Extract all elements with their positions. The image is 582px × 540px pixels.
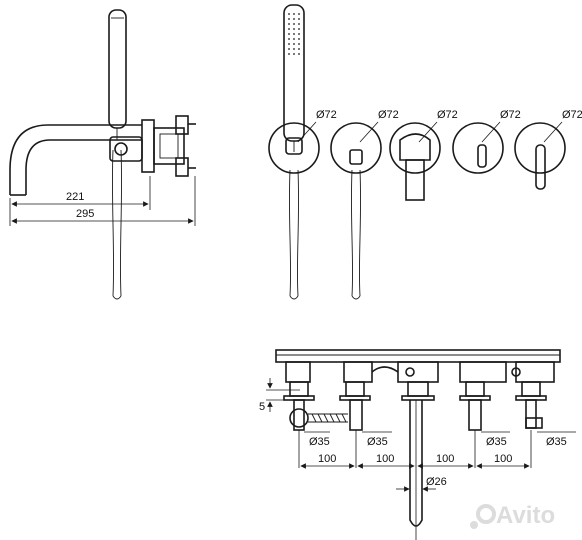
spacing-dimension-chain: 100 100 100 100 <box>300 453 530 469</box>
spout-diameter: Ø26 <box>396 476 447 492</box>
rosette-5 <box>514 122 566 174</box>
spray-dot <box>298 18 300 20</box>
spray-dot <box>298 53 300 55</box>
rosette-4 <box>452 122 504 174</box>
rosette-5-diameter-label: Ø72 <box>562 109 582 121</box>
rosette-5-lever <box>535 144 546 190</box>
height-dimension: 5 <box>259 378 300 413</box>
spray-dot <box>293 13 295 15</box>
spray-dot <box>298 23 300 25</box>
spacing-1-label: 100 <box>318 453 336 465</box>
spacing-3-label: 100 <box>436 453 454 465</box>
spray-dot <box>298 13 300 15</box>
front-hose-1 <box>288 169 300 300</box>
rosette-1-diameter-label: Ø72 <box>316 109 337 121</box>
bath-spout <box>9 124 142 196</box>
spray-dot <box>293 38 295 40</box>
rosette-2 <box>330 122 382 174</box>
rosette-3-leader <box>418 121 438 143</box>
side-dimensions: 221 295 <box>9 176 196 226</box>
hole-2-diameter-label: Ø35 <box>367 436 388 448</box>
rosette-2-leader <box>359 121 379 143</box>
dimension-5-label: 5 <box>259 401 265 413</box>
spray-dot <box>298 48 300 50</box>
hole-extension-lines <box>298 430 532 468</box>
hole-3-diameter-label: Ø35 <box>486 436 507 448</box>
rosette-row: Ø72 Ø72 Ø72 Ø72 Ø72 <box>268 109 582 174</box>
rosette-2-diameter-label: Ø72 <box>378 109 399 121</box>
spacing-4-label: 100 <box>494 453 512 465</box>
front-hose-2 <box>350 169 362 300</box>
rosette-3-diameter-label: Ø72 <box>437 109 458 121</box>
rosette-1-holder <box>285 137 303 155</box>
spray-dot <box>288 28 290 30</box>
hand-shower-front <box>283 4 305 152</box>
hole-4-diameter-label: Ø35 <box>546 436 567 448</box>
valve-stems <box>283 381 547 401</box>
spray-dot <box>288 43 290 45</box>
hole-diameter-labels: Ø35 Ø35 Ø35 Ø35 <box>304 431 576 448</box>
spray-dot <box>288 13 290 15</box>
hole-1-diameter-label: Ø35 <box>309 436 330 448</box>
spray-dot <box>293 23 295 25</box>
watermark-text: Avito <box>496 502 555 529</box>
rosette-3 <box>389 122 441 174</box>
shower-hose <box>111 149 123 300</box>
spray-dot <box>293 33 295 35</box>
rosette-4-leader <box>481 121 501 143</box>
front-view: Ø72 Ø72 Ø72 Ø72 Ø72 <box>268 4 582 300</box>
hand-shower <box>108 9 127 140</box>
spray-dot <box>293 43 295 45</box>
spacing-2-label: 100 <box>376 453 394 465</box>
spray-dot <box>288 33 290 35</box>
wall-valve-body <box>141 115 196 177</box>
spray-dot <box>288 48 290 50</box>
hose-connection <box>308 413 348 423</box>
dimension-295-label: 295 <box>76 208 94 220</box>
deck-body <box>275 349 561 383</box>
dimension-221-label: 221 <box>66 191 84 203</box>
rosette-3-spout-face <box>399 133 431 201</box>
top-view: 5 Ø35 Ø35 Ø35 Ø35 100 100 100 <box>259 349 576 540</box>
spray-dot <box>293 18 295 20</box>
rosette-1 <box>268 122 320 174</box>
spray-head-dots <box>288 13 300 55</box>
spray-dot <box>288 18 290 20</box>
spray-dot <box>288 23 290 25</box>
spray-dot <box>298 33 300 35</box>
spray-dot <box>293 53 295 55</box>
spray-dot <box>293 28 295 30</box>
spout-tube <box>409 400 423 540</box>
rosette-4-diameter-label: Ø72 <box>500 109 521 121</box>
rosette-2-outlet <box>349 149 363 165</box>
spray-dot <box>298 43 300 45</box>
rosette-4-lever <box>477 144 487 168</box>
spray-dot <box>298 28 300 30</box>
spout-diameter-label: Ø26 <box>426 476 447 488</box>
spray-dot <box>293 48 295 50</box>
rosette-5-leader <box>543 121 563 143</box>
spray-dot <box>288 38 290 40</box>
spray-dot <box>288 53 290 55</box>
side-view: 221 295 <box>9 9 196 300</box>
watermark: Avito <box>470 502 555 529</box>
spray-dot <box>298 38 300 40</box>
